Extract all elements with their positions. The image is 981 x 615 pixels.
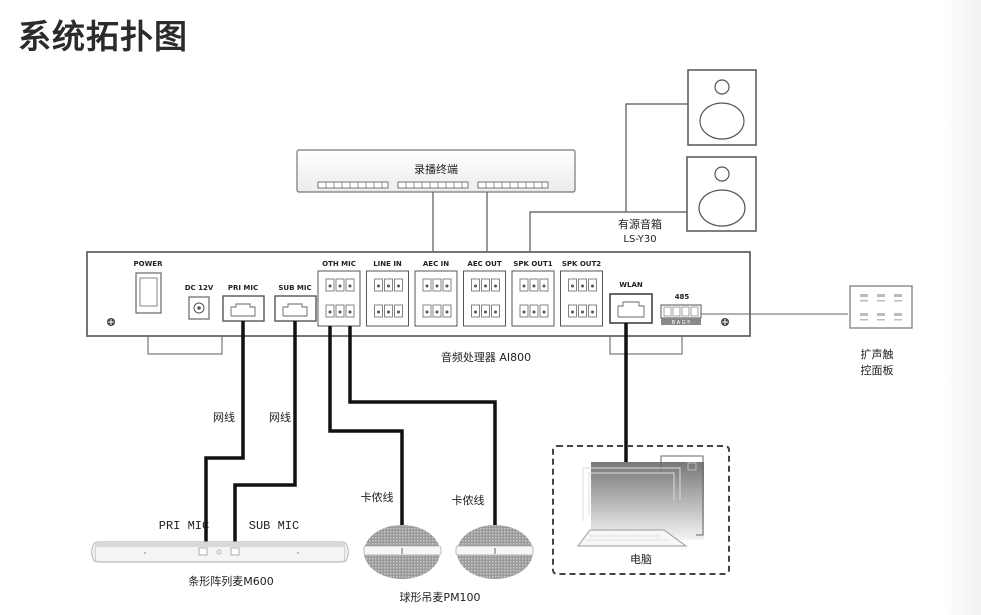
speaker-label: 有源音箱: [618, 217, 662, 231]
sub-mic-cable: [233, 321, 297, 542]
port-block-spk-out1: SPK OUT1: [511, 260, 555, 327]
port-block-line-in: LINE IN: [366, 260, 409, 327]
port-block-spk-out2: SPK OUT2: [560, 260, 603, 327]
cable-label-xlr-1: 卡侬线: [361, 490, 394, 504]
ceiling-mic-2: [455, 525, 534, 579]
cable-label-network-2: 网线: [269, 410, 291, 424]
array-mic-bar: [91, 541, 349, 563]
recorder-box: 录播终端: [296, 149, 576, 193]
cable-label-network-1: 网线: [213, 410, 235, 424]
control-panel-label-2: 控面板: [861, 363, 894, 377]
port-label-wlan: WLAN: [619, 281, 643, 289]
oth-mic-cable-2: [348, 326, 497, 526]
port-label-aec-out: AEC OUT: [467, 260, 501, 268]
pri-mic-cable: [204, 321, 245, 542]
laptop-icon: [577, 455, 704, 547]
speaker-top: [687, 69, 757, 146]
screw-left-icon: [107, 318, 115, 326]
port-block-aec-in: AEC IN: [414, 260, 458, 327]
cable-label-xlr-2: 卡侬线: [452, 493, 485, 507]
port-label-spk-out2: SPK OUT2: [562, 260, 601, 268]
array-mic-sub-label: SUB MIC: [249, 519, 299, 533]
rs485-pin-labels: B A G P: [672, 320, 691, 326]
control-panel-label-1: 扩声触: [861, 347, 894, 361]
port-label-pri-mic: PRI MIC: [228, 284, 258, 292]
oth-mic-cable-1: [328, 326, 404, 526]
port-label-oth-mic: OTH MIC: [322, 260, 356, 268]
sub-mic-port: [274, 295, 317, 322]
port-label-sub-mic: SUB MIC: [278, 284, 311, 292]
array-mic-name: 条形阵列麦M600: [188, 574, 274, 588]
port-label-power: POWER: [134, 260, 164, 268]
speaker-wire-bottom: [529, 211, 687, 258]
page-edge-shade: [940, 0, 981, 615]
port-label-485: 485: [675, 293, 690, 301]
array-mic-pri-label: PRI MIC: [159, 519, 209, 533]
pri-mic-port: [222, 295, 265, 322]
audio-processor: POWER DC 12V PRI MIC SUB MIC OTH MIC LINE…: [86, 251, 751, 355]
processor-label: 音频处理器 AI800: [441, 350, 531, 364]
speaker-wire-top: [625, 103, 688, 212]
touch-control-panel: [849, 285, 913, 329]
ceiling-mic-1: [363, 525, 442, 579]
computer-label: 电脑: [630, 553, 652, 566]
port-label-dc: DC 12V: [185, 284, 214, 292]
recorder-label: 录播终端: [414, 162, 458, 176]
ceiling-mic-name: 球形吊麦PM100: [399, 590, 480, 604]
wlan-port: [609, 293, 653, 324]
page-title: 系统拓扑图: [18, 17, 188, 56]
speaker-bottom: [686, 156, 757, 232]
port-label-aec-in: AEC IN: [423, 260, 449, 268]
port-label-line-in: LINE IN: [373, 260, 402, 268]
screw-right-icon: [721, 318, 729, 326]
port-block-aec-out: AEC OUT: [463, 260, 506, 327]
computer-dashed-frame: [552, 445, 730, 575]
speaker-model: LS-Y30: [623, 234, 656, 245]
port-label-spk-out1: SPK OUT1: [513, 260, 552, 268]
port-block-oth-mic: OTH MIC: [317, 260, 361, 327]
